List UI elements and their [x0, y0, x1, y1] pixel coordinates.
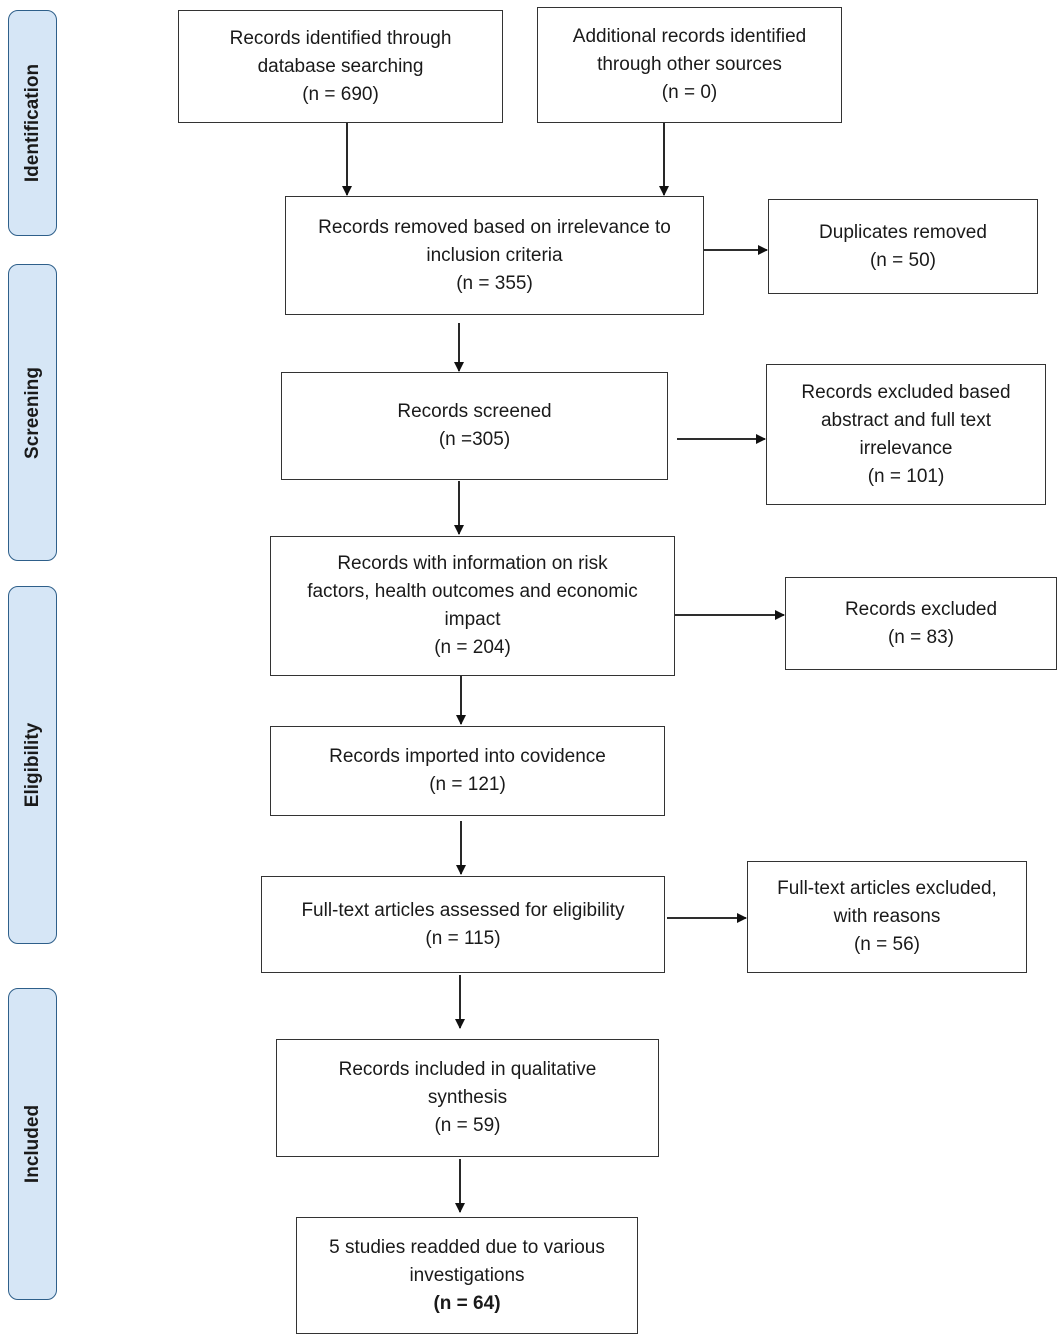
box-readded: 5 studies readded due to various investi… — [296, 1217, 638, 1334]
box-excluded-abstract: Records excluded based abstract and full… — [766, 364, 1046, 505]
box-excluded-abstract-count: (n = 101) — [867, 465, 945, 487]
box-fulltext-excluded: Full-text articles excluded, with reason… — [747, 861, 1027, 973]
box-qualitative: Records included in qualitative synthesi… — [276, 1039, 659, 1157]
box-duplicates-removed-line1: Duplicates removed — [819, 221, 987, 243]
box-excluded-abstract-line1: Records excluded based — [801, 381, 1011, 403]
box-with-information-line3: impact — [444, 609, 501, 630]
box-imported-covidence-count: (n = 121) — [429, 774, 506, 795]
box-other-sources: Additional records identified through ot… — [537, 7, 842, 123]
box-other-sources-count: (n = 0) — [661, 82, 718, 103]
box-excluded-line1: Records excluded — [844, 598, 998, 620]
stage-label-identification: Identification — [8, 10, 57, 236]
box-readded-line2: investigations — [409, 1264, 525, 1286]
box-readded-line1: 5 studies readded due to various — [329, 1236, 605, 1258]
stage-label-screening: Screening — [8, 264, 57, 561]
box-excluded-count: (n = 83) — [887, 626, 954, 648]
box-irrelevance-removed-count: (n = 355) — [456, 272, 533, 294]
box-fulltext-assessed: Full-text articles assessed for eligibil… — [261, 876, 665, 973]
box-database-search-line2: database searching — [257, 55, 424, 77]
box-qualitative-count: (n = 59) — [434, 1115, 501, 1136]
box-with-information-line1: Records with information on risk — [337, 553, 608, 574]
box-fulltext-excluded-line2: with reasons — [833, 906, 941, 927]
box-excluded-abstract-line3: irrelevance — [859, 437, 953, 459]
box-screened-line1: Records screened — [397, 401, 552, 422]
box-other-sources-line2: through other sources — [597, 54, 782, 75]
box-qualitative-line1: Records included in qualitative — [338, 1059, 597, 1080]
box-with-information-count: (n = 204) — [434, 637, 511, 658]
box-fulltext-assessed-line1: Full-text articles assessed for eligibil… — [301, 899, 625, 921]
box-excluded: Records excluded (n = 83) — [785, 577, 1057, 670]
box-with-information-line2: factors, health outcomes and economic — [307, 581, 638, 602]
box-irrelevance-removed: Records removed based on irrelevance to … — [285, 196, 704, 315]
box-readded-count: (n = 64) — [433, 1292, 501, 1314]
box-duplicates-removed-count: (n = 50) — [869, 249, 936, 271]
stage-label-eligibility: Eligibility — [8, 586, 57, 944]
box-excluded-abstract-line2: abstract and full text — [820, 409, 992, 431]
box-with-information: Records with information on risk factors… — [270, 536, 675, 676]
box-fulltext-excluded-count: (n = 56) — [853, 934, 920, 955]
box-duplicates-removed: Duplicates removed (n = 50) — [768, 199, 1038, 294]
stage-label-included: Included — [8, 988, 57, 1300]
box-fulltext-assessed-count: (n = 115) — [425, 927, 501, 949]
box-imported-covidence-line1: Records imported into covidence — [329, 746, 606, 767]
box-irrelevance-removed-line2: inclusion criteria — [426, 244, 563, 266]
box-other-sources-line1: Additional records identified — [572, 26, 807, 47]
box-irrelevance-removed-line1: Records removed based on irrelevance to — [318, 216, 671, 238]
box-database-search: Records identified through database sear… — [178, 10, 503, 123]
box-imported-covidence: Records imported into covidence (n = 121… — [270, 726, 665, 816]
box-database-search-line1: Records identified through — [229, 27, 452, 49]
box-screened-count: (n =305) — [438, 429, 511, 450]
box-database-search-count: (n = 690) — [302, 83, 379, 105]
box-screened: Records screened (n =305) — [281, 372, 668, 480]
box-fulltext-excluded-line1: Full-text articles excluded, — [777, 878, 997, 899]
box-qualitative-line2: synthesis — [427, 1087, 508, 1108]
